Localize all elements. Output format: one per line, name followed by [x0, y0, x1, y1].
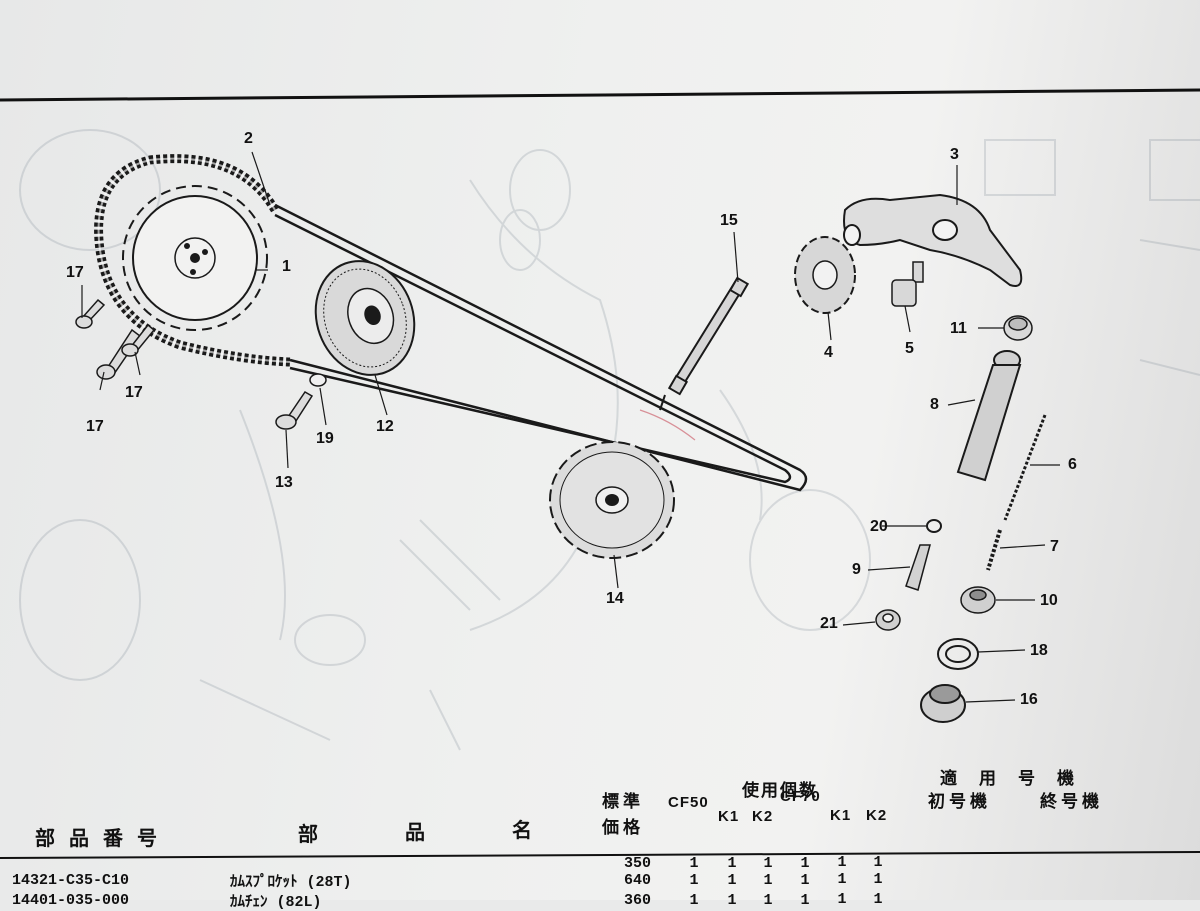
spring-6 — [1003, 414, 1047, 521]
o-ring-18 — [937, 638, 979, 670]
header-model-cf50: CF50 — [668, 794, 709, 811]
header-applicable: 適用号機 — [940, 769, 1096, 788]
row-2-part-name: ｶﾑｽﾌﾟﾛｹｯﾄ (28T) — [230, 874, 352, 891]
bolt-5 — [891, 261, 924, 307]
callout-16: 16 — [1020, 691, 1038, 708]
row-1-qty-2: 1 — [727, 855, 737, 872]
washer-20 — [926, 519, 942, 533]
callout-14: 14 — [606, 590, 624, 607]
row-1-qty-5: 1 — [837, 854, 847, 871]
header-model-cf70: CF70 — [780, 788, 821, 805]
callout-9: 9 — [852, 561, 861, 578]
callout-10: 10 — [1040, 592, 1058, 609]
tensioner-roller — [314, 260, 416, 376]
header-part-number: 部品番号 — [35, 828, 171, 850]
callout-11: 11 — [950, 320, 967, 337]
callout-3: 3 — [950, 146, 959, 163]
row-2-price: 640 — [624, 872, 652, 889]
row-2-qty-1: 1 — [689, 872, 699, 889]
spring-7 — [986, 529, 1002, 571]
row-2-qty-2: 1 — [727, 872, 737, 889]
row-1-qty-4: 1 — [800, 855, 810, 872]
nut-21 — [875, 609, 901, 631]
header-price-top: 標準 — [602, 792, 644, 811]
row-2-qty-6: 1 — [873, 871, 883, 888]
header-usage: 使用個数 — [742, 781, 818, 800]
row-3-qty-4: 1 — [800, 892, 810, 909]
tensioner-sprocket — [794, 236, 856, 314]
header-first-serial: 初号機 — [928, 792, 991, 811]
callout-7: 7 — [1050, 538, 1059, 555]
callout-12: 12 — [376, 418, 394, 435]
header-last-serial: 終号機 — [1040, 792, 1103, 811]
callout-15: 15 — [720, 212, 738, 229]
callout-13: 13 — [275, 474, 293, 491]
row-2-qty-5: 1 — [837, 871, 847, 888]
callout-4: 4 — [824, 344, 833, 361]
drive-sprocket — [549, 441, 675, 559]
page-rule-line — [0, 88, 1200, 102]
row-1-qty-3: 1 — [763, 855, 773, 872]
red-ink-mark — [639, 409, 696, 441]
header-name-char-1: 部 — [298, 824, 332, 846]
exploded-parts-diagram — [0, 88, 1200, 751]
row-1-qty-6: 1 — [873, 854, 883, 871]
tensioner-arm — [843, 193, 1023, 287]
callout-18: 18 — [1030, 642, 1048, 659]
callout-6: 6 — [1068, 456, 1077, 473]
row-3-price: 360 — [624, 892, 652, 909]
table-rule — [0, 851, 1200, 859]
row-3-part-name: ｶﾑﾁｪﾝ (82L) — [230, 894, 322, 911]
leader-lines — [81, 151, 1060, 703]
header-sub-model-k2-cf50: K2 — [752, 808, 774, 825]
bolt-13-washer-19 — [275, 373, 327, 430]
cap-10 — [960, 586, 996, 614]
callout-17a: 17 — [66, 264, 84, 281]
callout-17c: 17 — [86, 418, 104, 435]
row-2-qty-4: 1 — [800, 872, 810, 889]
header-sub-model-k2-cf70: K2 — [866, 807, 888, 824]
header-sub-model-k1-cf50: K1 — [718, 808, 740, 825]
callout-2: 2 — [244, 130, 253, 147]
parts-table: 適用号機 使用個数 標準 CF50 CF70 初号機 終号機 K1 K2 K1 … — [0, 760, 1200, 911]
guide-pin — [659, 276, 750, 411]
push-rod-8 — [956, 350, 1022, 482]
callout-5: 5 — [905, 340, 914, 357]
row-3-part-number: 14401-035-000 — [12, 892, 130, 909]
callout-20: 20 — [870, 518, 888, 535]
header-name-char-2: 品 — [405, 822, 439, 844]
row-3-qty-2: 1 — [727, 892, 737, 909]
row-3-qty-3: 1 — [763, 892, 773, 909]
row-2-part-number: 14321-C35-C10 — [12, 872, 130, 889]
bolt-9 — [905, 544, 931, 591]
seal-11 — [1003, 315, 1033, 341]
callout-8: 8 — [930, 396, 939, 413]
row-1-qty-1: 1 — [689, 855, 699, 872]
callout-21: 21 — [820, 615, 838, 632]
cam-chain — [94, 154, 808, 492]
row-1-price: 350 — [624, 855, 652, 872]
callout-19: 19 — [316, 430, 334, 447]
header-name-char-3: 名 — [512, 820, 546, 842]
bolts-17 — [75, 298, 156, 380]
callout-1: 1 — [282, 258, 291, 275]
callout-17b: 17 — [125, 384, 143, 401]
header-price-bottom: 価格 — [602, 818, 644, 837]
header-sub-model-k1-cf70: K1 — [830, 807, 852, 824]
row-2-qty-3: 1 — [763, 872, 773, 889]
cam-sprocket — [122, 185, 268, 331]
plug-16 — [920, 684, 966, 723]
faint-engine-background — [19, 129, 1200, 751]
row-3-qty-1: 1 — [689, 892, 699, 909]
